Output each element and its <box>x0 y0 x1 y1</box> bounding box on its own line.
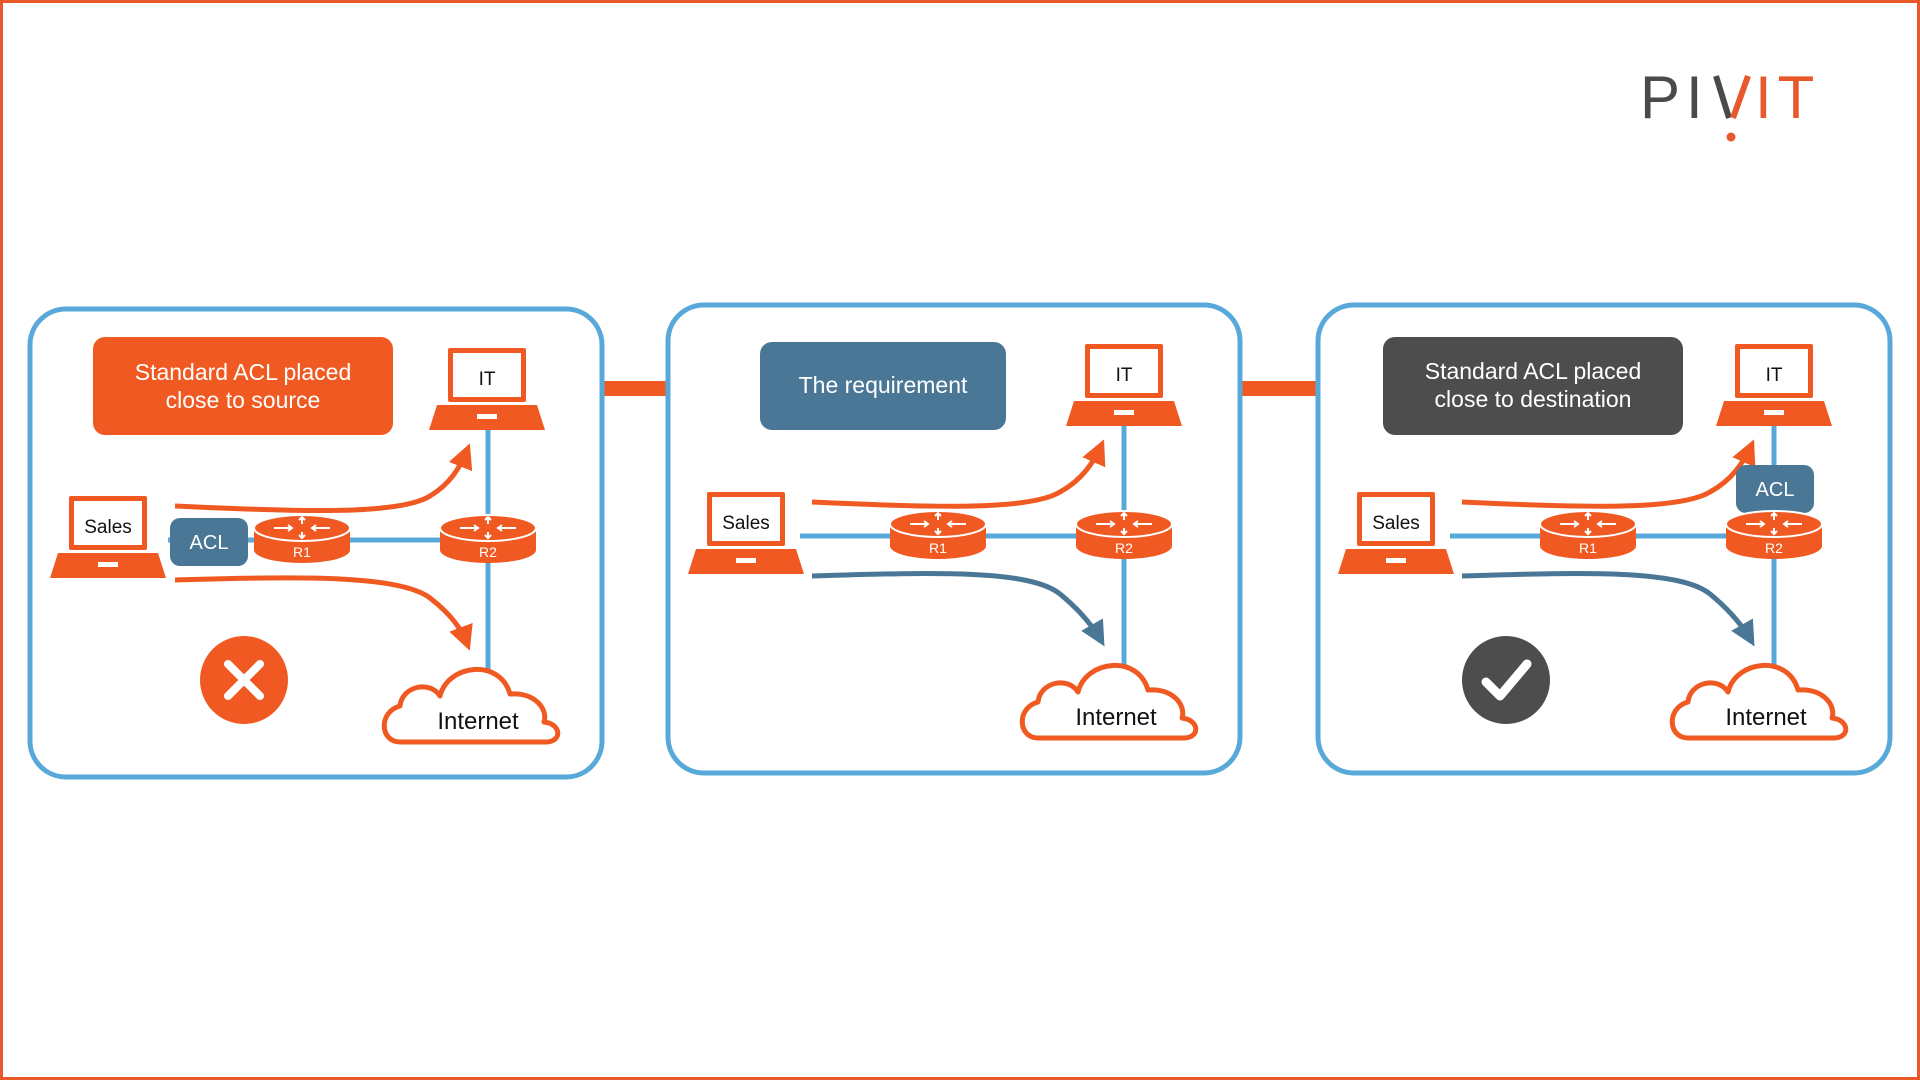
acl-badge: ACL <box>1736 465 1814 513</box>
panel-source: Standard ACL placed close to source IT S… <box>27 306 605 780</box>
r2-label: R2 <box>1115 540 1133 556</box>
panel-destination-header: Standard ACL placed close to destination <box>1383 337 1683 435</box>
flow-sales-to-it <box>1461 439 1756 509</box>
panel-destination: Standard ACL placed close to destination… <box>1315 302 1893 776</box>
r1-label: R1 <box>929 540 947 556</box>
it-label: IT <box>1766 365 1783 386</box>
internet-label: Internet <box>1075 704 1157 731</box>
sales-label: Sales <box>1372 513 1420 534</box>
panel-destination-header-line1: Standard ACL placed <box>1425 358 1642 384</box>
sales-laptop-icon: Sales <box>688 492 804 574</box>
router-r1-icon: R1 <box>889 510 987 560</box>
r2-label: R2 <box>1765 540 1783 556</box>
r1-label: R1 <box>1579 540 1597 556</box>
it-laptop-icon: IT <box>1716 344 1832 426</box>
flow-sales-to-it <box>174 443 473 514</box>
sales-label: Sales <box>722 513 770 534</box>
svg-text:ACL: ACL <box>190 532 229 554</box>
panel-source-header-line1: Standard ACL placed <box>135 359 352 385</box>
flow-sales-to-internet <box>1461 571 1755 647</box>
acl-badge: ACL <box>170 518 248 566</box>
router-r2-icon: R2 <box>1725 510 1823 560</box>
logo-v-mark <box>1713 74 1751 142</box>
svg-text:IT: IT <box>1755 64 1820 131</box>
flow-sales-to-it <box>811 439 1106 509</box>
it-laptop-icon: IT <box>429 348 545 430</box>
it-label: IT <box>479 369 496 390</box>
panel-source-header: Standard ACL placed close to source <box>93 337 393 435</box>
sales-label: Sales <box>84 517 132 538</box>
internet-cloud-icon: Internet <box>1672 665 1846 738</box>
internet-cloud-icon: Internet <box>1022 665 1196 738</box>
status-x-icon <box>200 636 288 724</box>
router-r1-icon: R1 <box>1539 510 1637 560</box>
flow-sales-to-internet <box>811 571 1105 647</box>
svg-text:ACL: ACL <box>1756 479 1795 501</box>
it-laptop-icon: IT <box>1066 344 1182 426</box>
pivit-logo: PI IT <box>1640 64 1820 142</box>
r1-label: R1 <box>293 544 311 560</box>
panel-requirement-header-line1: The requirement <box>799 372 968 398</box>
router-r1-icon: R1 <box>253 514 351 564</box>
internet-label: Internet <box>437 708 519 735</box>
sales-laptop-icon: Sales <box>50 496 166 578</box>
r2-label: R2 <box>479 544 497 560</box>
router-r2-icon: R2 <box>1075 510 1173 560</box>
panel-destination-header-line2: close to destination <box>1435 386 1632 412</box>
panel-source-header-line2: close to source <box>166 387 321 413</box>
it-label: IT <box>1116 365 1133 386</box>
internet-label: Internet <box>1725 704 1807 731</box>
internet-cloud-icon: Internet <box>384 669 558 742</box>
panel-requirement-header: The requirement <box>760 342 1006 430</box>
flow-sales-to-internet <box>174 575 473 651</box>
panel-requirement: The requirement IT Sales R1 R2 Internet <box>665 302 1243 776</box>
status-check-icon <box>1462 636 1550 724</box>
sales-laptop-icon: Sales <box>1338 492 1454 574</box>
svg-text:PI: PI <box>1640 64 1709 131</box>
router-r2-icon: R2 <box>439 514 537 564</box>
